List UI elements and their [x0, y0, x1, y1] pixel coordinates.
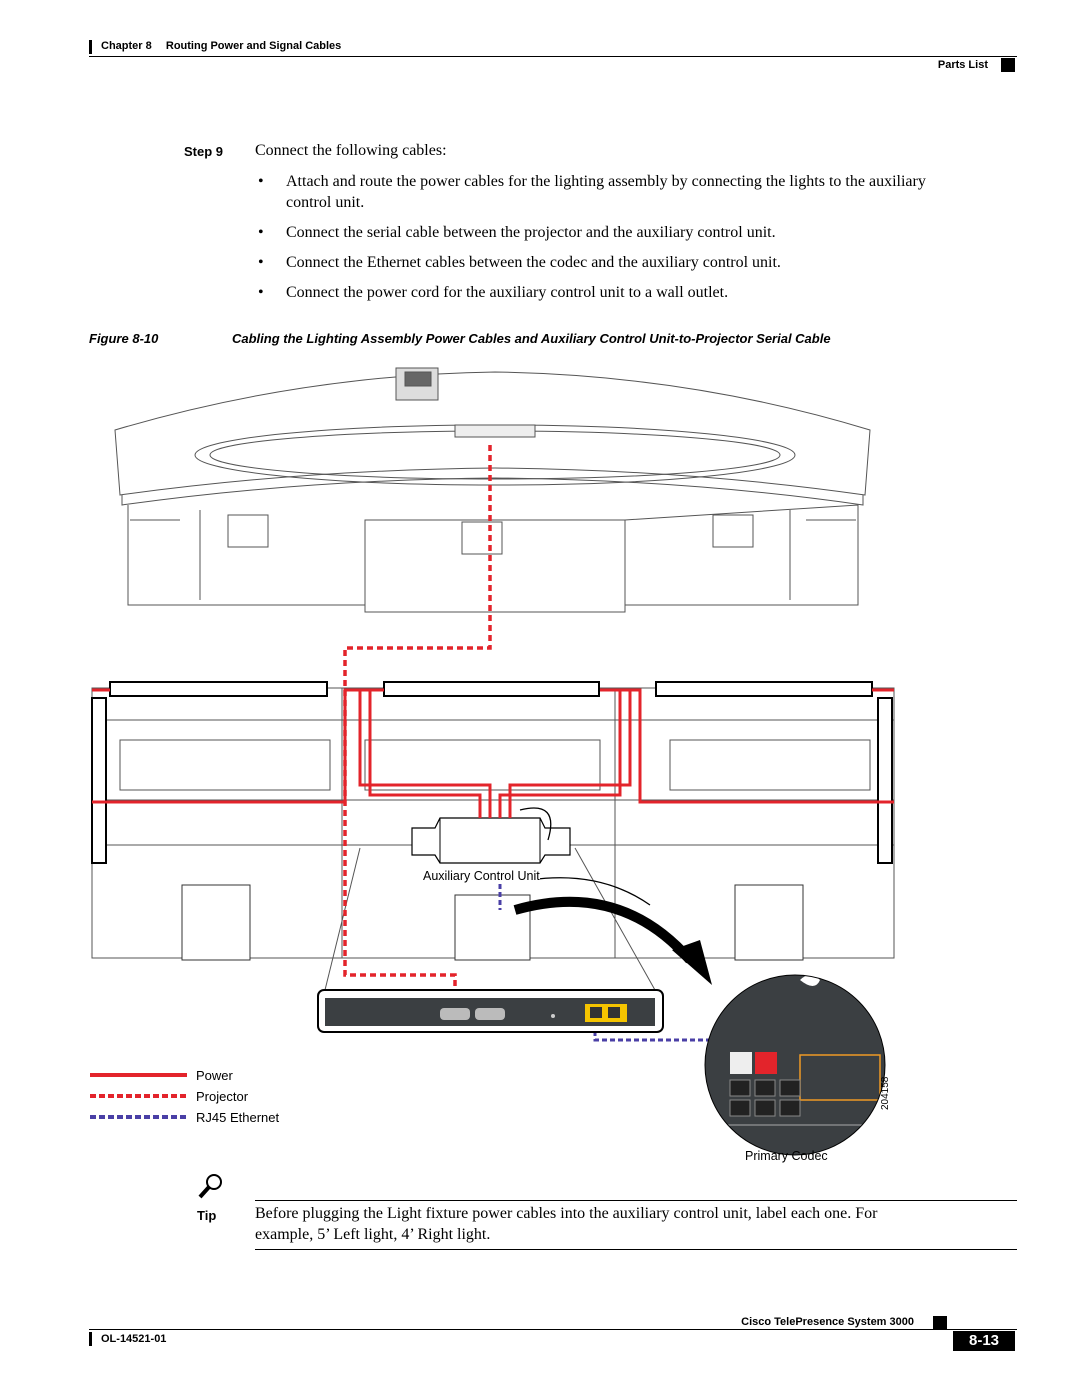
aux-control-unit: [411, 817, 571, 864]
aux-control-unit-label: Auxiliary Control Unit: [423, 869, 540, 883]
cabling-diagram: [90, 367, 895, 1156]
legend-ethernet-label: RJ45 Ethernet: [196, 1110, 280, 1125]
bullet-icon: •: [258, 173, 264, 190]
figure-number: Figure 8-10: [89, 331, 159, 346]
callout-arrow: [513, 896, 694, 964]
header-rule: [89, 56, 1017, 57]
tip-line: Before plugging the Light fixture power …: [255, 1205, 878, 1222]
table-top-outline: [114, 371, 871, 496]
tip-text: Before plugging the Light fixture power …: [255, 1203, 1025, 1245]
power-cable-left: [92, 688, 384, 804]
legend-power-label: Power: [196, 1068, 233, 1083]
page-number: 8-13: [953, 1331, 1015, 1351]
bullet-text: Connect the Ethernet cables between the …: [286, 254, 781, 271]
header-right-square: [1001, 58, 1015, 72]
footer-left-bar: [89, 1332, 92, 1346]
list-item: • Attach and route the power cables for …: [258, 171, 1028, 213]
legend-projector-label: Projector: [196, 1089, 249, 1104]
figure-caption: Cabling the Lighting Assembly Power Cabl…: [232, 331, 831, 346]
bullet-icon: •: [258, 284, 264, 301]
tip-rule-bottom: [255, 1249, 1017, 1250]
doc-id: OL-14521-01: [101, 1333, 167, 1345]
section-name: Parts List: [937, 59, 988, 71]
step-label: Step 9: [184, 144, 224, 159]
bullet-icon: •: [258, 224, 264, 241]
tip-rule-top: [255, 1200, 1017, 1201]
footer-product: Cisco TelePresence System 3000: [741, 1316, 914, 1328]
bullet-icon: •: [258, 254, 264, 271]
magnifier-icon: [198, 1174, 222, 1199]
tip-line: example, 5’ Left light, 4’ Right light.: [255, 1226, 491, 1243]
primary-codec-label: Primary Codec: [745, 1149, 828, 1163]
power-cord: [519, 807, 651, 906]
bullet-text: Connect the serial cable between the pro…: [286, 224, 776, 241]
power-cable-right: [600, 688, 894, 804]
chapter-label: Chapter 8: [101, 40, 152, 52]
header-left-bar: [89, 40, 92, 54]
bullet-text: Attach and route the power cables for th…: [286, 173, 926, 190]
footer-rule: [89, 1329, 1017, 1330]
chapter-header: Chapter 8 Routing Power and Signal Cable…: [101, 40, 341, 52]
bullet-text: control unit.: [286, 194, 365, 211]
tip-label: Tip: [197, 1208, 217, 1223]
chapter-title: Routing Power and Signal Cables: [165, 40, 342, 52]
bullet-text: Connect the power cord for the auxiliary…: [286, 284, 729, 301]
figure-id: 204158: [880, 1076, 891, 1110]
footer-square: [933, 1316, 947, 1330]
step-intro: Connect the following cables:: [255, 142, 447, 159]
primary-codec-detail: [705, 975, 885, 1155]
projector-cable: [343, 445, 492, 1018]
